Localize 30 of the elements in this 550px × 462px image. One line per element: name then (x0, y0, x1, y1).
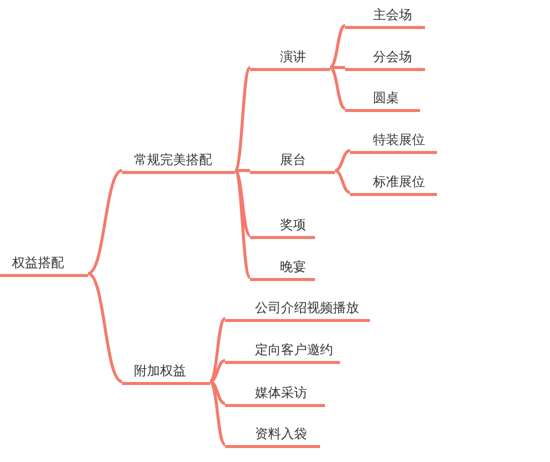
topic-label: 权益搭配 (0, 254, 88, 276)
topic-label: 奖项 (250, 216, 315, 238)
branch-line (209, 317, 226, 383)
branch-line (334, 169, 350, 194)
topic-label: 公司介绍视频播放 (225, 300, 370, 322)
topic-label: 主会场 (345, 6, 425, 28)
topic-label: 展台 (250, 152, 335, 174)
branch-line (234, 170, 252, 278)
branch-line (235, 169, 250, 172)
branch-line (87, 169, 123, 275)
topic-label: 媒体采访 (225, 384, 325, 406)
branch-line (210, 359, 226, 383)
branch-line (87, 272, 123, 383)
topic-label: 圆桌 (345, 90, 420, 112)
branch-line (329, 66, 346, 110)
topic-label: 标准展位 (350, 174, 437, 196)
topic-label: 常规完美搭配 (122, 152, 235, 174)
topic-label: 分会场 (345, 48, 425, 70)
topic-label: 附加权益 (122, 362, 210, 384)
branch-line (234, 66, 252, 172)
topic-label: 定向客户邀约 (225, 342, 340, 364)
branch-line (330, 66, 345, 69)
branch-line (209, 380, 226, 446)
branch-line (329, 24, 346, 69)
topic-label: 晚宴 (250, 258, 315, 280)
topic-label: 特装展位 (350, 132, 437, 154)
branch-line (334, 149, 350, 172)
topic-label: 资料入袋 (225, 426, 320, 448)
topic-label: 演讲 (250, 48, 330, 70)
branch-line (234, 169, 251, 237)
